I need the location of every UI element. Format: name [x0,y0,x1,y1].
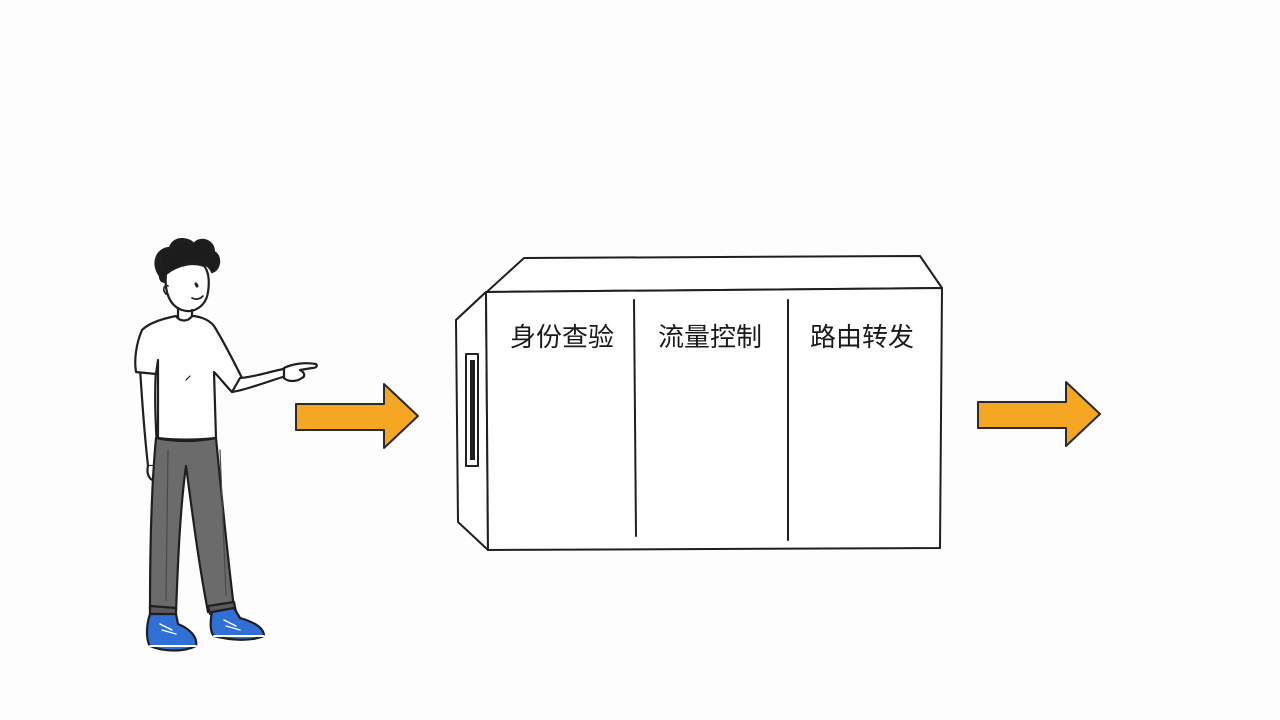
gateway-box [455,255,943,551]
section-label-1: 身份查验 [510,323,614,353]
section-label-3: 路由转发 [810,323,914,353]
output-arrow-icon [977,381,1101,447]
right-shoe [209,606,266,641]
person-icon [134,238,318,652]
input-arrow-icon [295,383,419,449]
box-front [485,287,943,551]
section-divider-1 [633,299,637,537]
pants [148,436,236,614]
face [164,263,210,313]
pointing-arm [230,366,290,394]
section-label-2: 流量控制 [658,323,762,353]
hand [282,362,318,383]
